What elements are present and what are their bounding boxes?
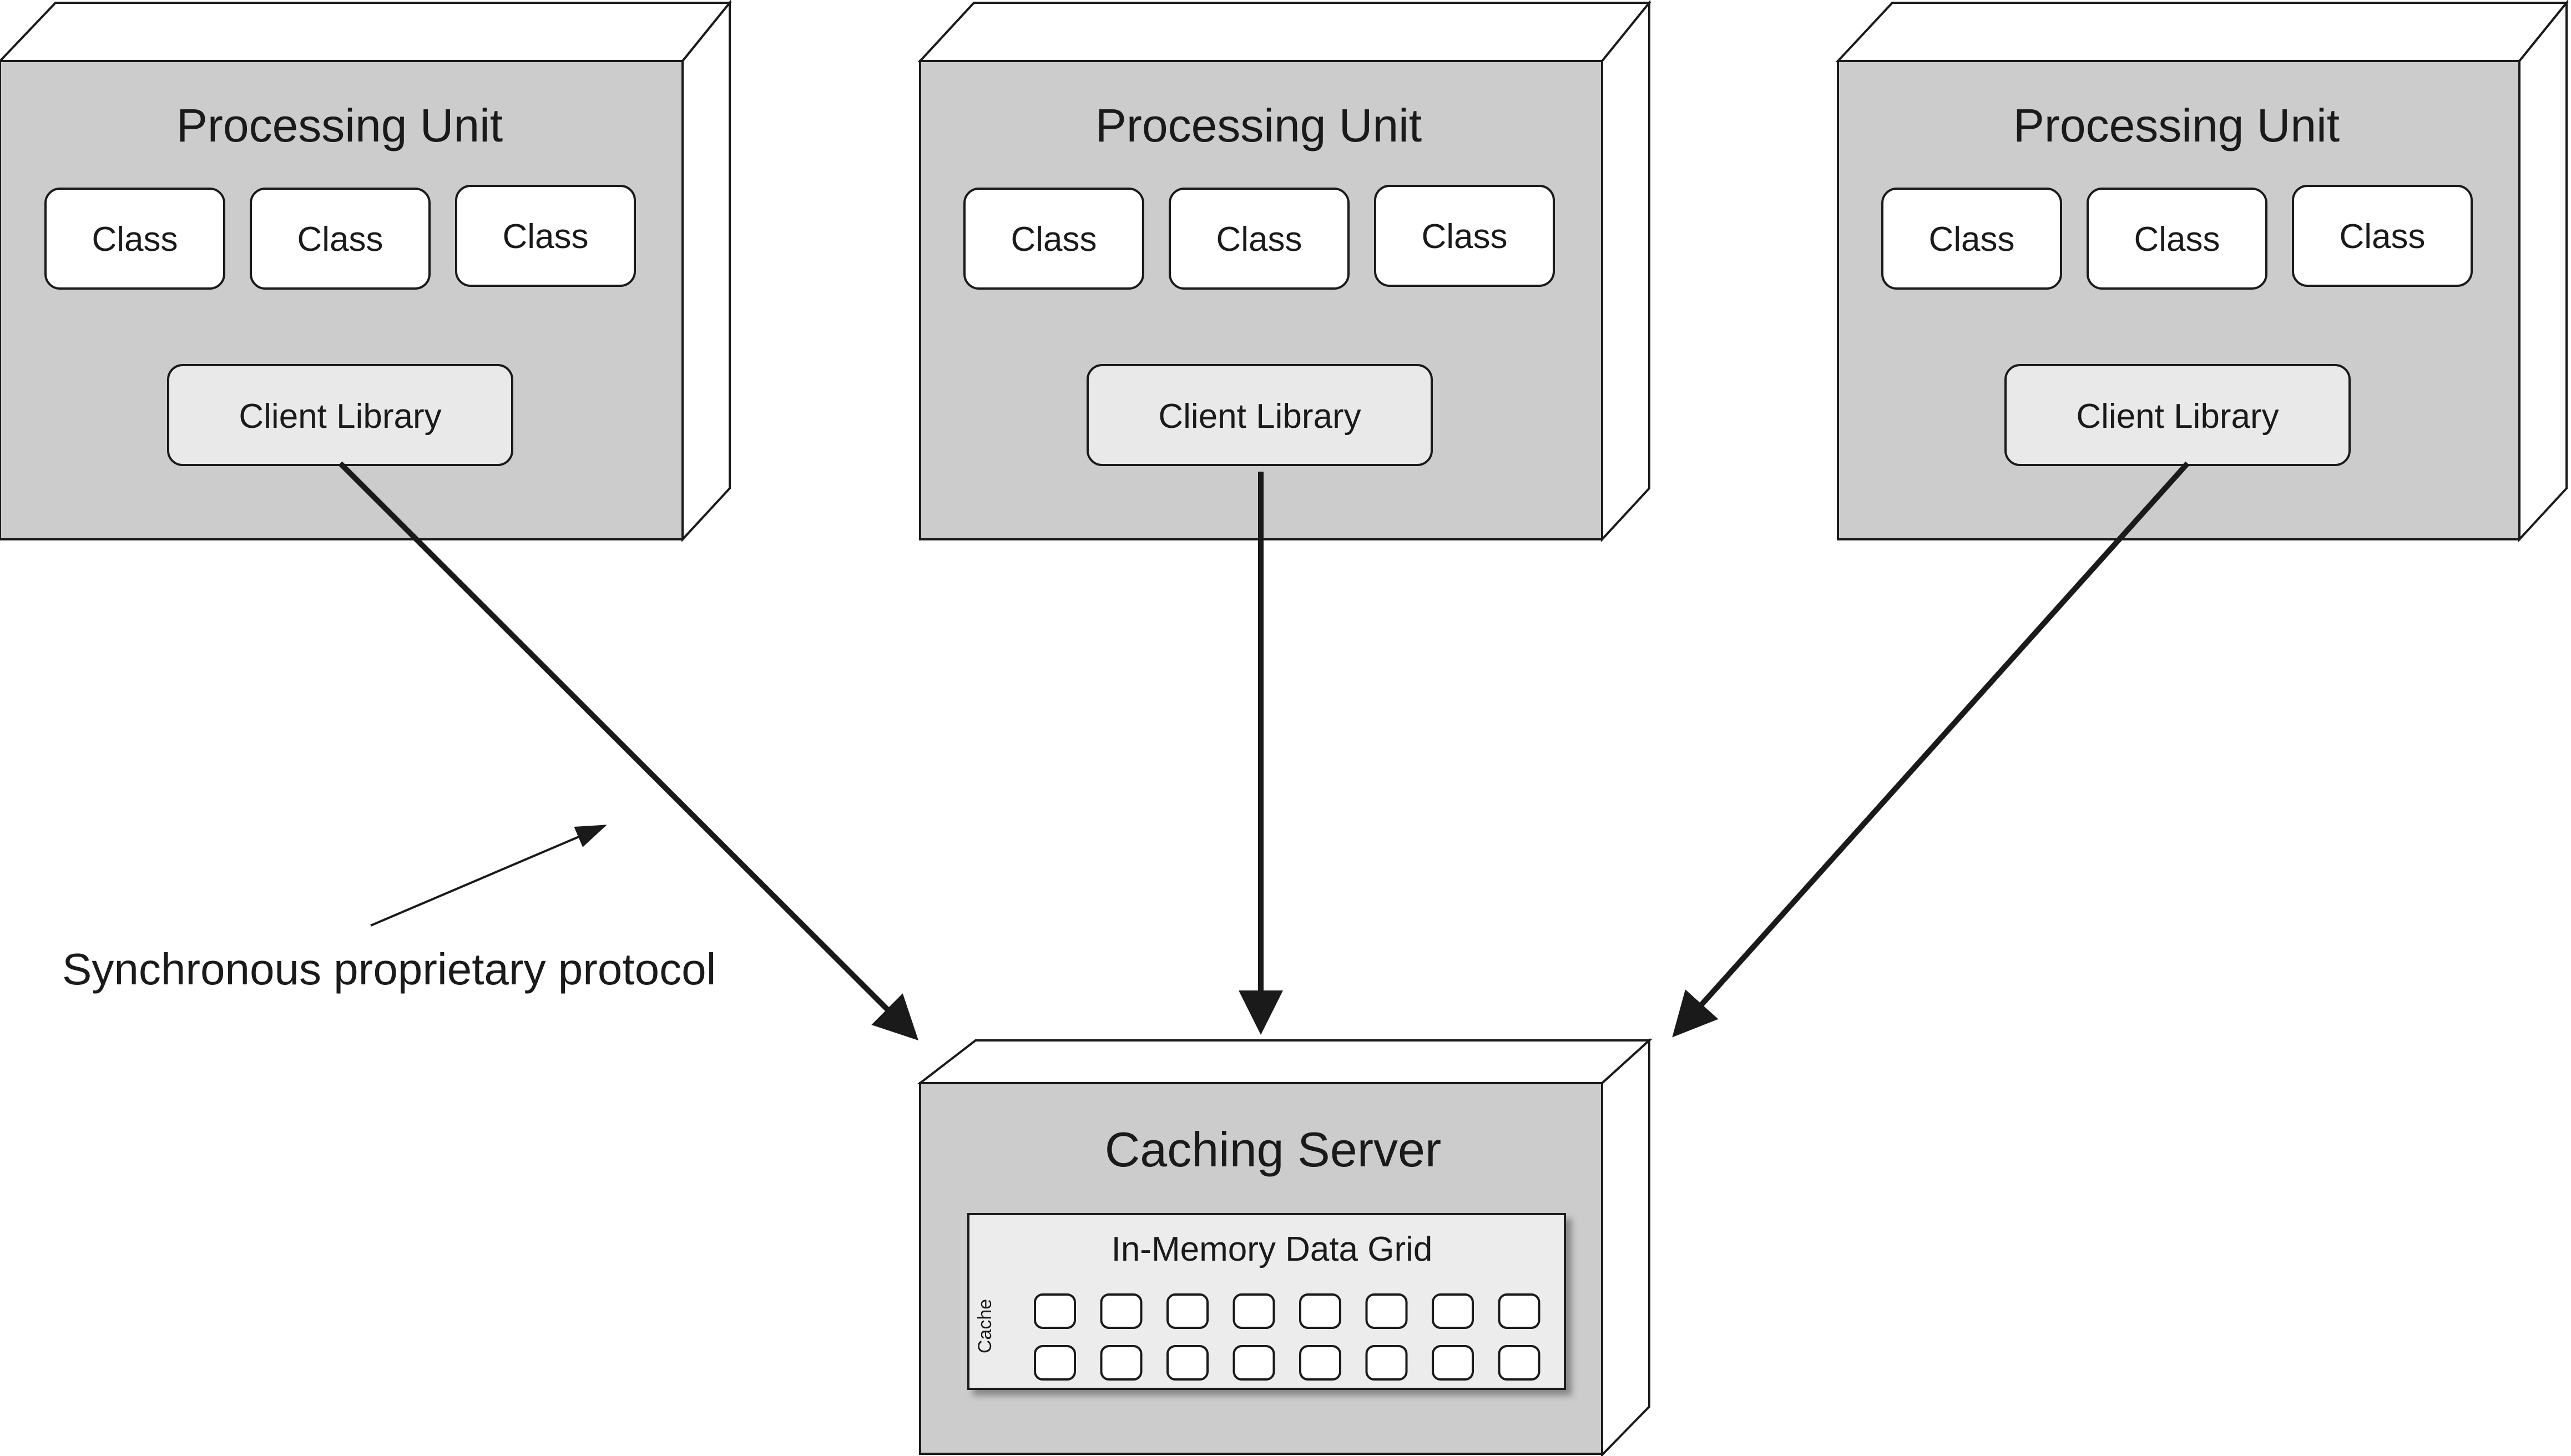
connector-pu3-to-caching-server — [1672, 461, 2190, 1038]
cache-cell — [1365, 1293, 1408, 1329]
processing-unit-3-client-library-box — [2004, 364, 2351, 466]
cache-cell — [1498, 1345, 1540, 1381]
processing-unit-1-class-1-box — [44, 188, 225, 290]
processing-unit-1-side-face — [681, 0, 731, 543]
processing-unit-1-class-3-box — [455, 185, 636, 287]
cache-label: Cache — [974, 1299, 996, 1353]
processing-unit-2-client-library-label: Client Library — [1158, 397, 1361, 436]
caching-server: Caching Server In-Memory Data Grid Cache — [917, 1038, 1653, 1456]
processing-unit-1-top-face — [0, 2, 733, 62]
processing-unit-3-side-face — [2518, 0, 2568, 543]
processing-unit-1-title: Processing Unit — [176, 99, 503, 151]
cache-cell — [1432, 1345, 1474, 1381]
cache-cells — [1034, 1293, 1540, 1381]
cache-cell — [1166, 1345, 1209, 1381]
protocol-label: Synchronous proprietary protocol — [62, 944, 716, 994]
in-memory-data-grid-title: In-Memory Data Grid — [1112, 1230, 1433, 1268]
cache-cell — [1166, 1293, 1209, 1329]
cache-cell — [1034, 1293, 1076, 1329]
caching-server-side-face — [1601, 1038, 1650, 1456]
processing-unit-1-class-2-label: Class — [297, 220, 383, 259]
processing-unit-2-class-1-box — [963, 188, 1144, 290]
processing-unit-1-class-1-label: Class — [92, 220, 178, 259]
caching-server-title: Caching Server — [1105, 1122, 1442, 1177]
caching-server-top-face — [917, 1039, 1653, 1084]
processing-unit-2-class-2-label: Class — [1216, 220, 1302, 259]
processing-unit-2-class-3-label: Class — [1421, 218, 1507, 256]
processing-unit-1: Processing Unit Class Class Class Client… — [0, 0, 733, 543]
cache-cell — [1034, 1345, 1076, 1381]
processing-unit-3-class-3-box — [2292, 185, 2473, 287]
processing-unit-2: Processing Unit Class Class Class Client… — [917, 0, 1652, 543]
cache-cell — [1432, 1293, 1474, 1329]
processing-unit-1-class-3-label: Class — [502, 218, 588, 256]
cache-cell — [1100, 1293, 1143, 1329]
processing-unit-3-class-1-label: Class — [1928, 220, 2014, 259]
cache-cell — [1233, 1345, 1275, 1381]
processing-unit-2-class-1-label: Class — [1011, 220, 1097, 259]
processing-unit-3-top-face — [1835, 2, 2569, 62]
processing-unit-1-client-library-label: Client Library — [239, 397, 441, 436]
processing-unit-3-class-2-label: Class — [2134, 220, 2220, 259]
processing-unit-2-class-3-box — [1374, 185, 1555, 287]
cache-cell — [1365, 1345, 1408, 1381]
annotation-pointer-arrow — [370, 825, 607, 927]
processing-unit-3-class-3-label: Class — [2339, 218, 2425, 256]
processing-unit-2-top-face — [917, 2, 1652, 62]
cache-cell — [1233, 1293, 1275, 1329]
processing-unit-2-class-2-box — [1169, 188, 1350, 290]
processing-unit-1-class-2-box — [250, 188, 431, 290]
processing-unit-2-title: Processing Unit — [1095, 99, 1422, 151]
processing-unit-3-title: Processing Unit — [2013, 99, 2340, 151]
cache-cell — [1299, 1293, 1341, 1329]
processing-unit-3: Processing Unit Class Class Class Client… — [1835, 0, 2569, 543]
cache-cell — [1498, 1293, 1540, 1329]
processing-unit-3-client-library-label: Client Library — [2076, 397, 2279, 436]
connector-pu1-to-caching-server — [338, 461, 919, 1041]
cache-cell — [1299, 1345, 1341, 1381]
in-memory-data-grid: In-Memory Data Grid Cache — [967, 1213, 1566, 1390]
processing-unit-2-client-library-box — [1087, 364, 1433, 466]
processing-unit-3-class-1-box — [1881, 188, 2062, 290]
processing-unit-3-class-2-box — [2087, 188, 2267, 290]
cache-cell — [1100, 1345, 1143, 1381]
processing-unit-2-side-face — [1601, 0, 1650, 543]
